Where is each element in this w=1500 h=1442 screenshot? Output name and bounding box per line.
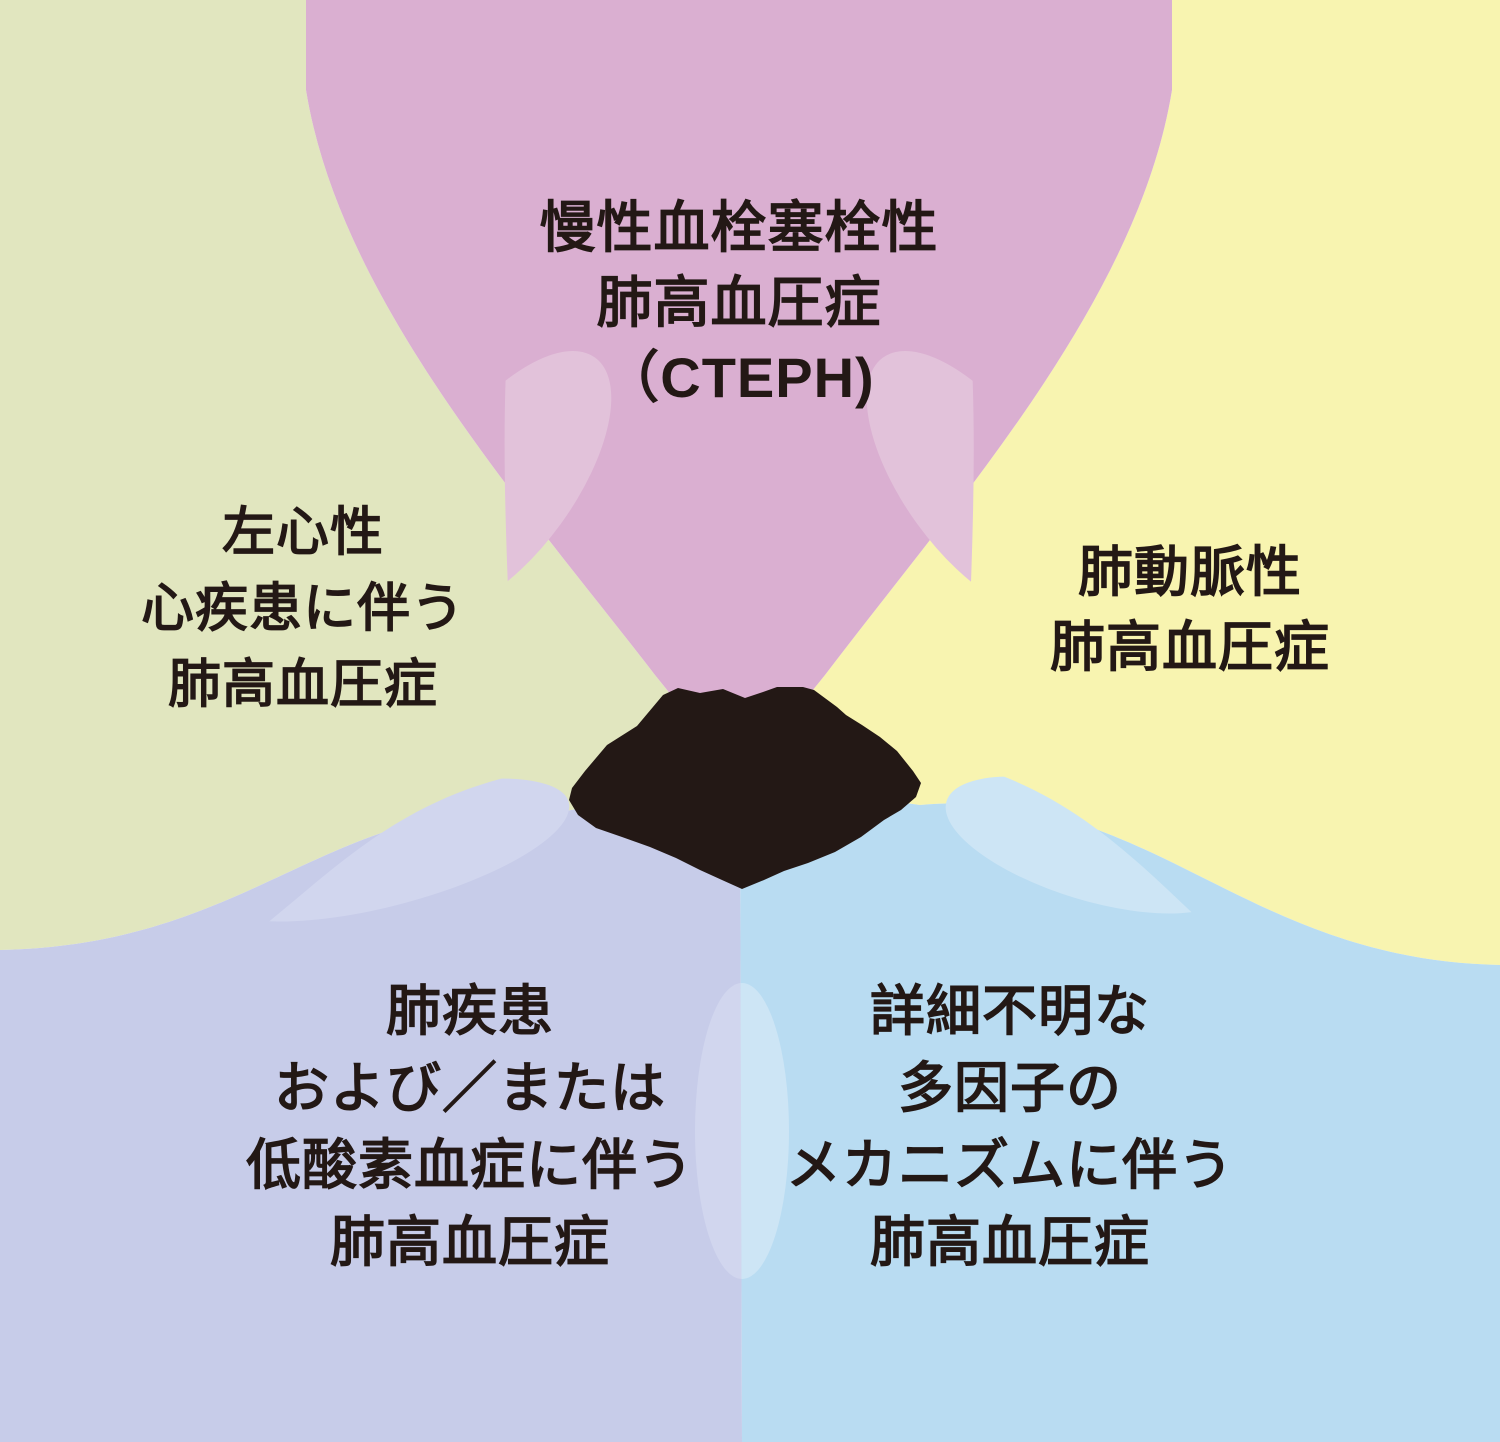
- petal-lung-disease: [0, 780, 742, 1442]
- label-line: 低酸素血症に伴う: [245, 1134, 695, 1196]
- label-line: 肺高血圧症: [168, 655, 438, 714]
- label-line: 肺高血圧症: [596, 271, 882, 334]
- center-silhouette: [569, 687, 921, 889]
- label-line: 左心性: [222, 503, 384, 562]
- label-line: 詳細不明な: [869, 980, 1151, 1042]
- label-line: 肺疾患: [385, 980, 555, 1042]
- petal-multifactorial: [740, 780, 1500, 1442]
- label-line: 多因子の: [897, 1057, 1123, 1119]
- label-line: 肺高血圧症: [329, 1211, 611, 1273]
- label-left-heart: 左心性 心疾患に伴う 肺高血圧症: [141, 495, 465, 723]
- label-pah: 肺動脈性 肺高血圧症: [1050, 535, 1330, 685]
- label-line: および／または: [273, 1057, 667, 1119]
- label-line: （CTEPH): [603, 346, 875, 409]
- petal-cteph: [306, 0, 1172, 780]
- label-line: メカニズムに伴う: [785, 1134, 1235, 1196]
- label-line: 肺動脈性: [1077, 541, 1303, 603]
- petal-lung-disease-highlight-bottom: [695, 983, 742, 1279]
- label-line: 心疾患に伴う: [141, 579, 465, 638]
- label-line: 肺高血圧症: [1049, 616, 1331, 678]
- petal-multifactorial-highlight-bottom: [740, 983, 789, 1279]
- label-multifactorial: 詳細不明な 多因子の メカニズムに伴う 肺高血圧症: [786, 973, 1234, 1281]
- label-lung-disease: 肺疾患 および／または 低酸素血症に伴う 肺高血圧症: [246, 973, 694, 1281]
- label-cteph: 慢性血栓塞栓性 肺高血圧症 （CTEPH): [540, 190, 939, 415]
- petal-pah: [740, 0, 1500, 965]
- petal-left-heart: [0, 0, 740, 950]
- label-line: 慢性血栓塞栓性: [539, 196, 939, 259]
- label-line: 肺高血圧症: [869, 1211, 1151, 1273]
